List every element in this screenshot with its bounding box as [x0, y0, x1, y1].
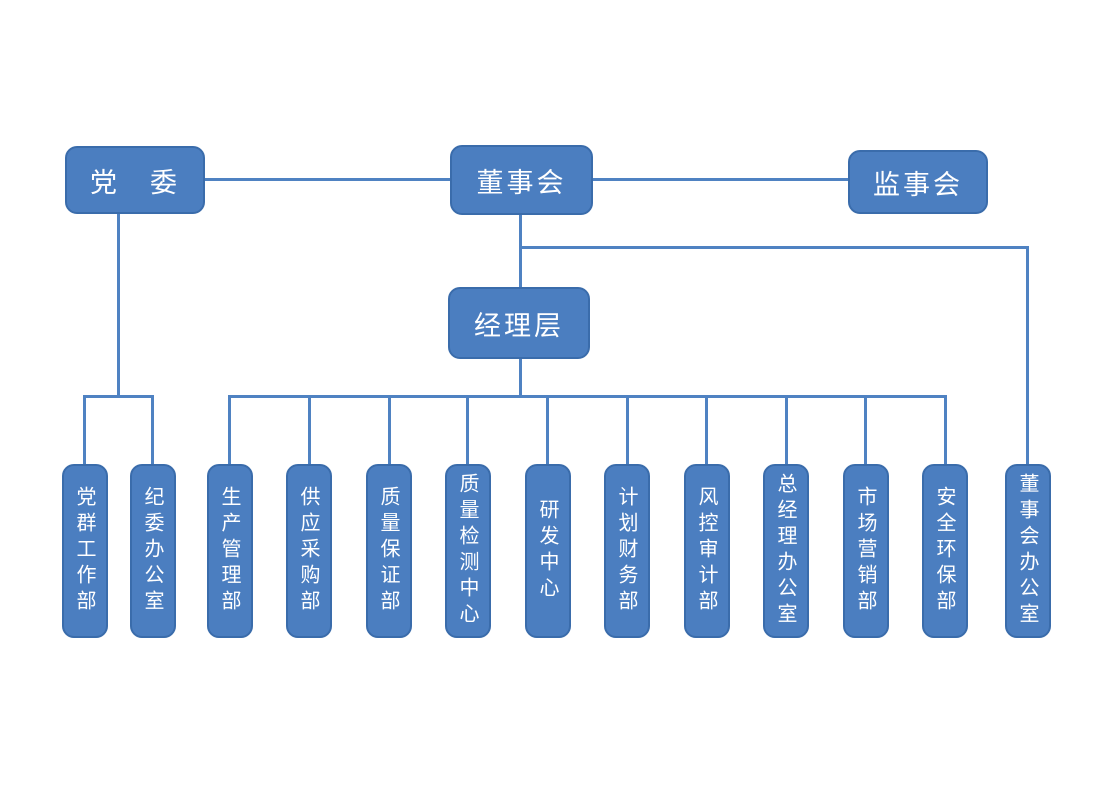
- connector-dept-line: [626, 395, 629, 465]
- dept-label: 供应采购部: [297, 486, 321, 616]
- connector-dept-line: [785, 395, 788, 465]
- dept-label: 生产管理部: [218, 486, 242, 616]
- node-dept: 生产管理部: [207, 464, 253, 638]
- node-supervisory-board-label: 监事会: [873, 169, 963, 201]
- connector-dept-line: [228, 395, 231, 465]
- node-dept: 市场营销部: [843, 464, 889, 638]
- node-management-team: 经理层: [448, 287, 590, 359]
- connector-dept-line: [466, 395, 469, 465]
- dept-label: 风控审计部: [695, 486, 719, 616]
- node-party-committee-label: 党 委: [90, 167, 180, 199]
- node-dept: 风控审计部: [684, 464, 730, 638]
- connector-dept-line: [546, 395, 549, 465]
- dept-label: 总经理办公室: [774, 473, 798, 629]
- node-board-of-directors-label: 董事会: [476, 167, 567, 199]
- dept-label: 党群工作部: [73, 486, 97, 616]
- connector-dept-line: [388, 395, 391, 465]
- node-management-team-label: 经理层: [474, 310, 564, 342]
- connector-dept-line: [705, 395, 708, 465]
- node-supervisory-board: 监事会: [848, 150, 988, 214]
- connector-dept-line: [944, 395, 947, 465]
- node-party-dept: 党群工作部: [62, 464, 108, 638]
- dept-label: 市场营销部: [854, 486, 878, 616]
- node-dept: 研发中心: [525, 464, 571, 638]
- node-board-office: 董事会办公室: [1005, 464, 1051, 638]
- dept-label: 质量保证部: [377, 486, 401, 616]
- node-dept: 安全环保部: [922, 464, 968, 638]
- dept-label: 计划财务部: [615, 486, 639, 616]
- node-dept: 供应采购部: [286, 464, 332, 638]
- node-dept: 计划财务部: [604, 464, 650, 638]
- dept-label: 质量检测中心: [456, 473, 480, 629]
- connector-board-to-management-line: [519, 214, 522, 289]
- connector-party-bar-line: [83, 395, 154, 398]
- node-dept: 总经理办公室: [763, 464, 809, 638]
- connector-party-drop-line: [117, 213, 120, 398]
- connector-party-child-line: [83, 395, 86, 465]
- connector-dept-line: [308, 395, 311, 465]
- connector-board-to-office-vline: [1026, 246, 1029, 468]
- dept-label: 安全环保部: [933, 486, 957, 616]
- node-dept: 质量检测中心: [445, 464, 491, 638]
- node-dept: 质量保证部: [366, 464, 412, 638]
- dept-label: 研发中心: [536, 499, 560, 603]
- connector-management-drop-line: [519, 355, 522, 398]
- connector-board-to-office-hline: [519, 246, 1029, 249]
- connector-dept-line: [864, 395, 867, 465]
- node-party-committee: 党 委: [65, 146, 205, 214]
- node-board-of-directors: 董事会: [450, 145, 593, 215]
- connector-party-child-line: [151, 395, 154, 465]
- connector-management-bar-line: [229, 395, 946, 398]
- dept-label: 董事会办公室: [1016, 473, 1040, 629]
- node-party-dept: 纪委办公室: [130, 464, 176, 638]
- dept-label: 纪委办公室: [141, 486, 165, 616]
